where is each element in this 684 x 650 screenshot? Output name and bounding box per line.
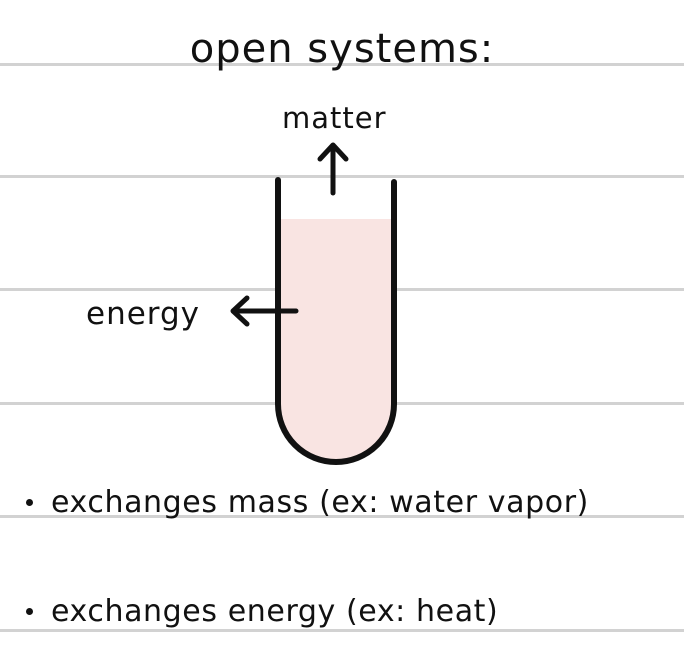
list-item-text: exchanges energy (ex: heat) [51,594,499,629]
rule-line [0,63,684,66]
rule-line [0,515,684,518]
page-title: open systems: [189,26,495,72]
list-item: exchanges mass (ex: water vapor) [26,485,589,520]
rule-line [0,629,684,632]
list-item-text: exchanges mass (ex: water vapor) [51,485,589,520]
test-tube-outline [275,177,397,465]
matter-label: matter [282,101,387,135]
arrow-left-icon [230,295,299,327]
bullet-icon [26,608,33,615]
arrow-up-icon [317,142,349,196]
list-item: exchanges energy (ex: heat) [26,594,498,629]
rule-line [0,175,684,178]
energy-label: energy [86,296,201,332]
bullet-icon [26,499,33,506]
liquid-fill [280,219,392,460]
